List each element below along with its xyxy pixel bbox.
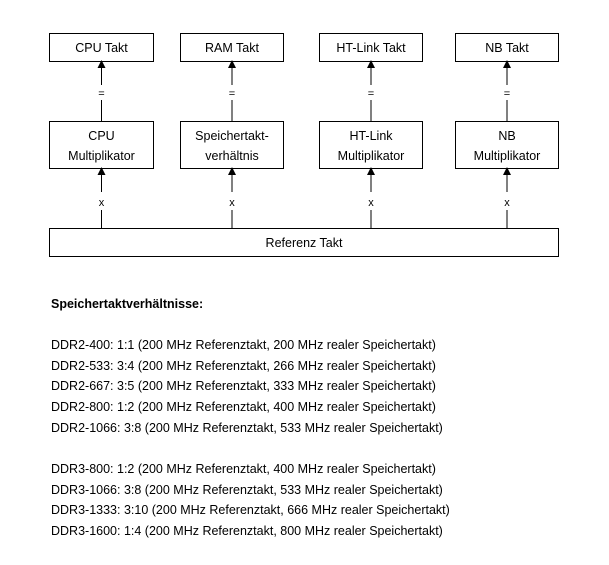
- ht-link-multiplikator-box: HT-Link Multiplikator: [319, 121, 423, 169]
- nb-multiplikator-box: NB Multiplikator: [455, 121, 559, 169]
- times-symbol: x: [504, 197, 510, 209]
- equals-symbol: =: [98, 88, 104, 100]
- times-arrow-nb: x: [503, 167, 511, 229]
- ddr2-ratio-group: DDR2-400: 1:1 (200 MHz Referenztakt, 200…: [51, 335, 450, 439]
- times-symbol: x: [229, 197, 235, 209]
- equals-arrow-ht-link: =: [367, 60, 375, 121]
- ddr3-ratio-line: DDR3-1600: 1:4 (200 MHz Referenztakt, 80…: [51, 524, 443, 539]
- equals-arrow-ram: =: [228, 60, 236, 121]
- ddr2-ratio-line: DDR2-1066: 3:8 (200 MHz Referenztakt, 53…: [51, 420, 443, 435]
- times-arrow-cpu: x: [97, 167, 106, 229]
- nb-multiplikator-line-2: Multiplikator: [474, 149, 541, 163]
- cpu-multiplikator-line-1: CPU: [88, 129, 114, 143]
- equals-arrow-nb: =: [503, 60, 511, 121]
- cpu-multiplikator-box: CPU Multiplikator: [49, 121, 154, 169]
- ddr2-ratio-line: DDR2-800: 1:2 (200 MHz Referenztakt, 400…: [51, 400, 436, 415]
- times-arrow-ram: x: [228, 167, 236, 229]
- cpu-takt-box: CPU Takt: [49, 33, 154, 62]
- nb-takt-label: NB Takt: [485, 41, 529, 55]
- ht-link-takt-box: HT-Link Takt: [319, 33, 423, 62]
- times-symbol: x: [368, 197, 374, 209]
- equals-symbol: =: [368, 88, 374, 100]
- speichertaktverhaeltnis-line-2: verhältnis: [205, 149, 259, 163]
- ddr2-ratio-line: DDR2-667: 3:5 (200 MHz Referenztakt, 333…: [51, 379, 436, 394]
- nb-takt-box: NB Takt: [455, 33, 559, 62]
- times-arrow-ht-link: x: [367, 167, 375, 229]
- clock-diagram: CPU Takt RAM Takt HT-Link Takt NB Takt =…: [49, 33, 559, 257]
- ht-link-multiplikator-line-1: HT-Link: [349, 129, 393, 143]
- equals-symbol: =: [504, 88, 510, 100]
- speichertaktverhaeltnis-box: Speichertakt- verhältnis: [180, 121, 284, 169]
- ddr3-ratio-line: DDR3-800: 1:2 (200 MHz Referenztakt, 400…: [51, 461, 436, 476]
- ram-takt-label: RAM Takt: [205, 41, 259, 55]
- ht-link-takt-label: HT-Link Takt: [336, 41, 406, 55]
- memory-ratio-list: Speichertaktverhältnisse: DDR2-400: 1:1 …: [51, 294, 450, 562]
- times-symbol: x: [99, 197, 105, 209]
- ht-link-multiplikator-line-2: Multiplikator: [338, 149, 405, 163]
- ddr3-ratio-group: DDR3-800: 1:2 (200 MHz Referenztakt, 400…: [51, 459, 450, 542]
- nb-multiplikator-line-1: NB: [498, 129, 515, 143]
- referenz-takt-box: Referenz Takt: [49, 228, 559, 257]
- ddr2-ratio-line: DDR2-533: 3:4 (200 MHz Referenztakt, 266…: [51, 358, 436, 373]
- equals-symbol: =: [229, 88, 235, 100]
- cpu-takt-label: CPU Takt: [75, 41, 128, 55]
- cpu-multiplikator-line-2: Multiplikator: [68, 149, 135, 163]
- speichertaktverhaeltnis-line-1: Speichertakt-: [195, 129, 269, 143]
- equals-arrow-cpu: =: [97, 60, 106, 121]
- ddr3-ratio-line: DDR3-1333: 3:10 (200 MHz Referenztakt, 6…: [51, 503, 450, 518]
- ram-takt-box: RAM Takt: [180, 33, 284, 62]
- referenz-takt-label: Referenz Takt: [266, 236, 343, 250]
- ddr3-ratio-line: DDR3-1066: 3:8 (200 MHz Referenztakt, 53…: [51, 482, 443, 497]
- ddr2-ratio-line: DDR2-400: 1:1 (200 MHz Referenztakt, 200…: [51, 337, 436, 352]
- ratio-heading: Speichertaktverhältnisse:: [51, 297, 204, 311]
